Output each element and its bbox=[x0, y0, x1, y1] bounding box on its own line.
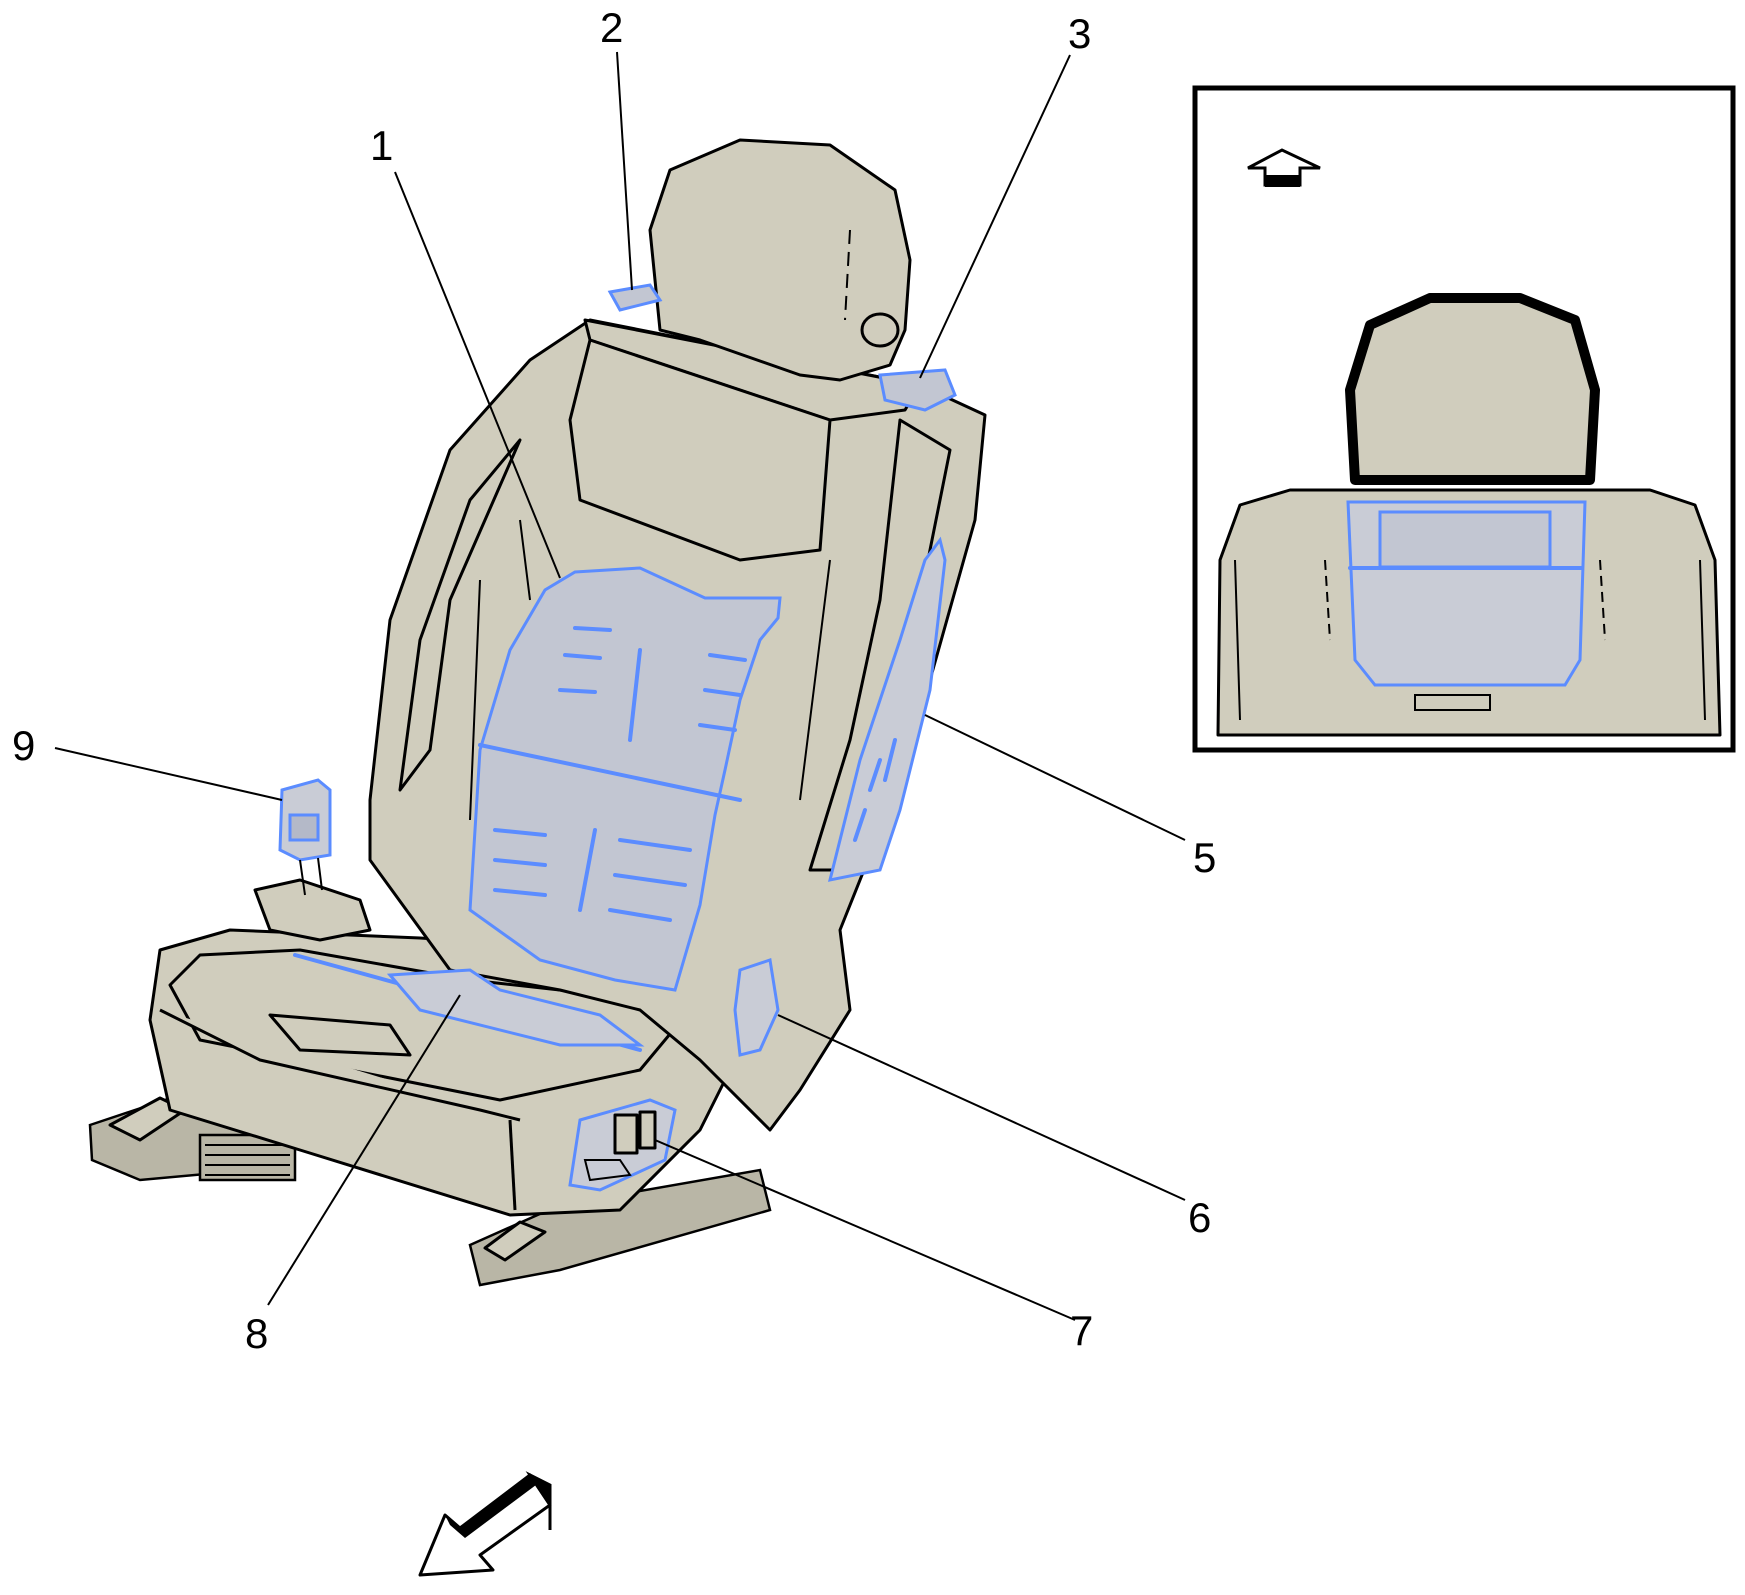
headrest-guide-right bbox=[878, 368, 957, 412]
seat-belt-buckle bbox=[278, 778, 332, 896]
cushion-sensor-mat bbox=[293, 953, 645, 1052]
leader-3 bbox=[919, 54, 1071, 379]
callout-6: 6 bbox=[1188, 1194, 1211, 1241]
callout-5: 5 bbox=[1193, 834, 1216, 881]
front-view-arrow-icon bbox=[418, 1471, 552, 1577]
callout-9: 9 bbox=[12, 722, 35, 769]
seat-adjuster-switch bbox=[568, 1098, 677, 1192]
leader-7 bbox=[654, 1139, 1076, 1321]
seat-side-sensor bbox=[733, 958, 780, 1057]
leader-5 bbox=[924, 714, 1186, 841]
rear-back-panel bbox=[1346, 500, 1587, 711]
seat-illustration bbox=[88, 138, 987, 1287]
leader-2 bbox=[616, 51, 633, 291]
callout-7: 7 bbox=[1070, 1307, 1093, 1354]
callout-3: 3 bbox=[1068, 10, 1091, 57]
headrest bbox=[648, 138, 912, 382]
callout-8: 8 bbox=[245, 1310, 268, 1357]
callout-leaders bbox=[54, 51, 1696, 1321]
seat-side-bolster-left bbox=[253, 878, 372, 942]
leader-9 bbox=[54, 747, 283, 801]
leader-1 bbox=[394, 171, 561, 579]
backrest-pad bbox=[468, 566, 782, 992]
up-arrow-icon bbox=[1247, 148, 1321, 187]
side-airbag-module bbox=[827, 536, 947, 882]
inset-rear-view bbox=[1192, 85, 1736, 753]
headrest-guide-left bbox=[607, 283, 663, 312]
leader-6 bbox=[777, 1014, 1186, 1201]
callout-1: 1 bbox=[370, 122, 393, 169]
leader-8 bbox=[267, 994, 461, 1306]
callout-2: 2 bbox=[600, 4, 623, 51]
